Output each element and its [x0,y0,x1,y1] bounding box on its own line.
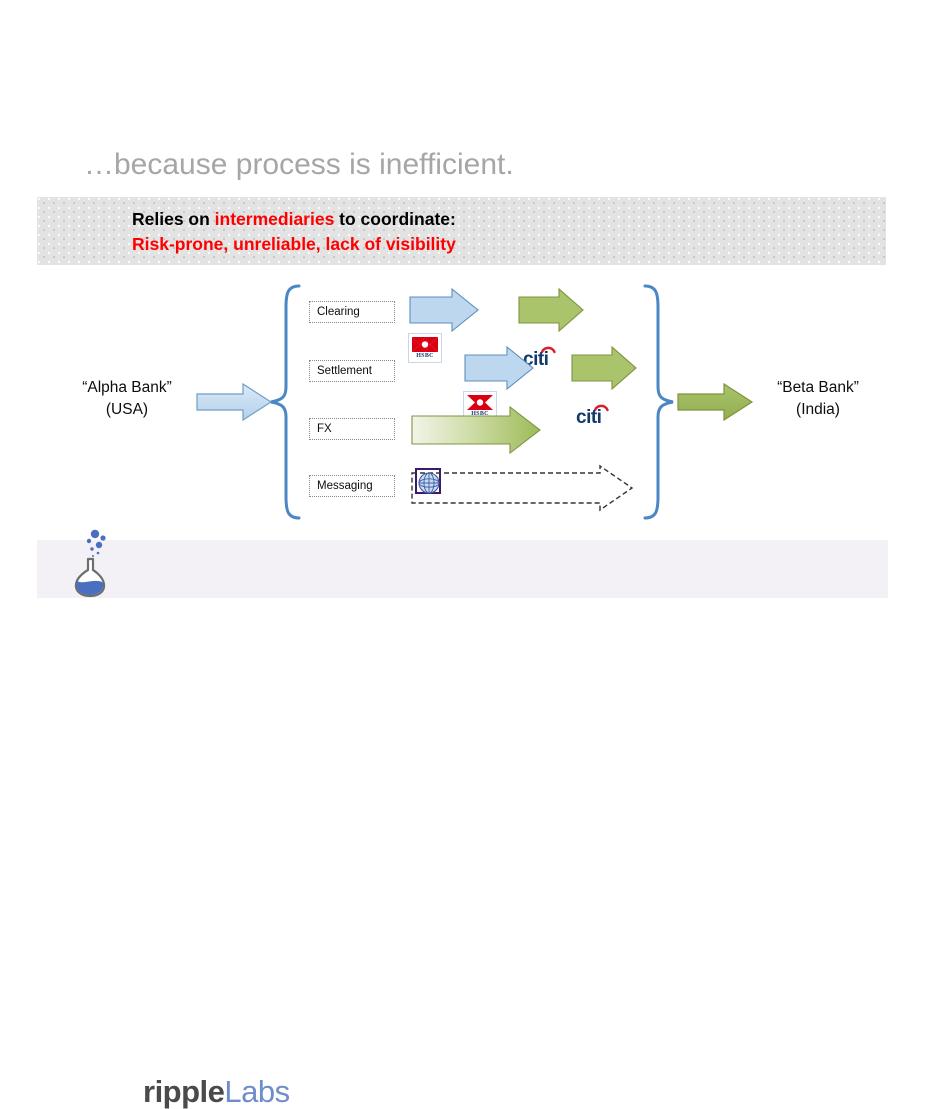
source-flow-arrow [195,382,273,422]
hsbc-logo: HSBC [408,333,442,363]
banner-line1-highlight: intermediaries [214,209,335,229]
banner-line-2: Risk-prone, unreliable, lack of visibili… [132,234,456,254]
swift-logo [418,472,440,494]
left-brace [266,283,302,526]
right-brace [642,283,678,526]
destination-flow-arrow [676,382,754,422]
row-label-fx-text: FX [317,423,332,435]
citi-wordmark: citi [523,349,549,370]
arrow-messaging-swift [410,464,634,512]
citi-logo: citi [576,402,616,428]
footer-bar [37,540,888,598]
page-title: …because process is inefficient. [84,148,514,181]
ripple-word-light: Labs [224,1074,290,1109]
ripple-labs-wordmark: rippleLabs [143,1076,290,1107]
source-bank-country: (USA) [105,401,149,418]
row-label-messaging: Messaging [309,475,395,497]
banner-line1-part2: to coordinate: [334,209,456,229]
source-bank-label: “Alpha Bank” (USA) [42,377,212,421]
row-label-clearing-text: Clearing [317,306,360,318]
arrow-clearing-citi: citi [517,287,585,369]
banner-line1-part1: Relies on [132,209,215,229]
callout-banner: Relies on intermediaries to coordinate: … [37,197,886,265]
arrow-settlement-citi: citi [570,345,638,427]
banner-line-1: Relies on intermediaries to coordinate: [132,207,832,232]
citi-arc-icon [593,404,609,412]
flask-icon [74,529,106,598]
destination-bank-country: (India) [796,401,840,418]
arrow-clearing-hsbc: HSBC [408,287,480,363]
slide-canvas: …because process is inefficient. Relies … [37,148,903,1107]
ripple-labs-logo: rippleLabs [55,528,305,1107]
citi-wordmark: citi [576,407,602,428]
hsbc-wordmark: HSBC [471,411,489,417]
swift-globe-icon [418,472,440,494]
source-bank-name: “Alpha Bank” [82,379,172,396]
row-label-messaging-text: Messaging [317,480,373,492]
row-label-clearing: Clearing [309,301,395,323]
destination-bank-label: “Beta Bank” (India) [733,377,903,421]
citi-logo: citi [523,344,563,370]
banner-text: Relies on intermediaries to coordinate: … [132,207,832,257]
hsbc-wordmark: HSBC [416,353,434,359]
ripple-word-bold: ripple [143,1074,225,1109]
hsbc-hexagon-icon [467,395,493,410]
row-label-settlement: Settlement [309,360,395,382]
destination-bank-name: “Beta Bank” [777,379,859,396]
hsbc-hexagon-icon [412,337,438,352]
arrow-settlement-hsbc: HSBC [463,345,535,421]
row-label-settlement-text: Settlement [317,365,372,377]
citi-arc-icon [540,346,556,354]
row-label-fx: FX [309,418,395,440]
